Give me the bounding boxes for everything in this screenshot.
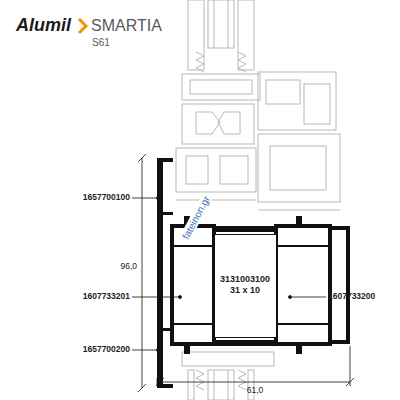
part-number: 1657700200 [83, 345, 130, 354]
part-number: 1657700100 [83, 193, 130, 202]
series-name: SMARTIA [91, 17, 162, 35]
dimension-value: 61,0 [247, 386, 264, 395]
system-code: S61 [92, 37, 110, 48]
upper-frame-sketch [176, 0, 340, 210]
brand-logo: Alumil [16, 16, 71, 36]
leader-lines [132, 197, 326, 352]
dark-profiles [157, 158, 350, 388]
dimension-lines [138, 154, 354, 392]
profile-code: 3131003100 [219, 274, 272, 285]
profile-code: 31 x 10 [219, 285, 272, 296]
part-number: 1607733200 [328, 292, 375, 301]
lower-frame-sketch [182, 352, 274, 400]
dimension-value: 96,0 [118, 262, 139, 271]
part-number: 1607733201 [83, 292, 130, 301]
profile-box: 313100310031 x 10 [214, 234, 277, 338]
logo-chevron [79, 19, 86, 33]
